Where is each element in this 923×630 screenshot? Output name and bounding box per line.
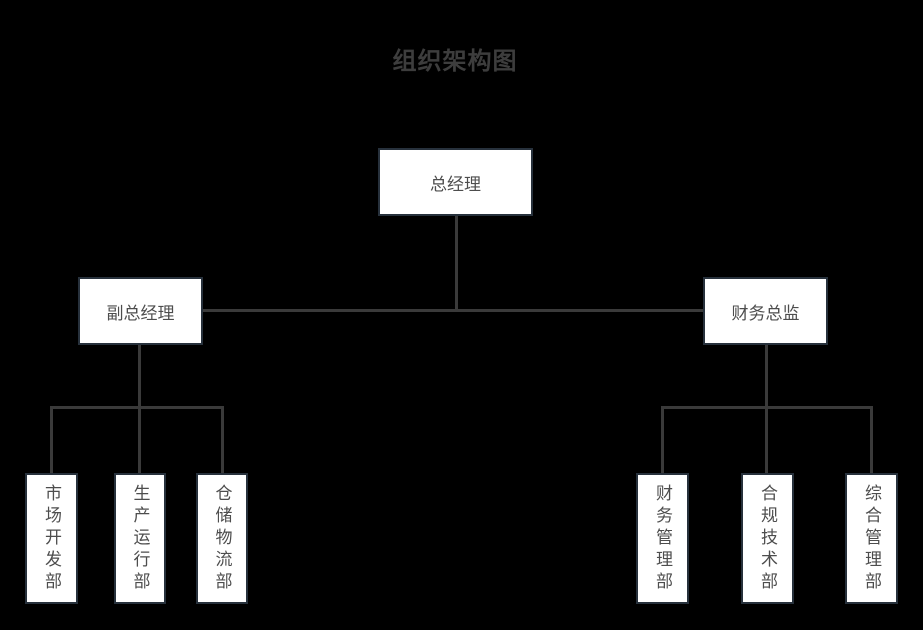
node-dept-label: 市场开发部 — [42, 483, 61, 594]
connector-dgm-down — [138, 345, 141, 473]
node-dept-general-management: 综合管理部 — [845, 473, 898, 604]
node-dept-label: 仓储物流部 — [212, 483, 232, 594]
node-dept-market-development: 市场开发部 — [25, 473, 78, 604]
node-finance-director: 财务总监 — [703, 277, 828, 345]
node-dept-label: 财务管理部 — [653, 483, 672, 594]
node-dept-warehouse-logistics: 仓储物流部 — [196, 473, 248, 604]
node-deputy-general-manager-label: 副总经理 — [106, 303, 175, 323]
connector-left-horizontal — [50, 406, 224, 409]
node-dept-production-operation: 生产运行部 — [114, 473, 166, 604]
node-dept-label: 生产运行部 — [130, 483, 150, 594]
node-dept-financial-management: 财务管理部 — [636, 473, 689, 604]
node-finance-director-label: 财务总监 — [731, 303, 800, 323]
connector-drop-dept4 — [661, 406, 664, 473]
connector-right-horizontal — [661, 406, 873, 409]
node-deputy-general-manager: 副总经理 — [78, 277, 203, 345]
connector-fd-down — [765, 345, 768, 473]
connector-drop-dept6 — [870, 406, 873, 473]
connector-drop-dept1 — [50, 406, 53, 473]
connector-gm-down — [455, 216, 458, 311]
node-dept-label: 综合管理部 — [862, 483, 881, 594]
node-general-manager: 总经理 — [378, 148, 533, 216]
node-general-manager-label: 总经理 — [430, 174, 481, 194]
node-dept-label: 合规技术部 — [758, 483, 777, 594]
connector-level2-horizontal — [203, 309, 703, 312]
chart-title: 组织架构图 — [392, 48, 518, 75]
connector-drop-dept3 — [221, 406, 224, 473]
node-dept-compliance-technology: 合规技术部 — [741, 473, 794, 604]
